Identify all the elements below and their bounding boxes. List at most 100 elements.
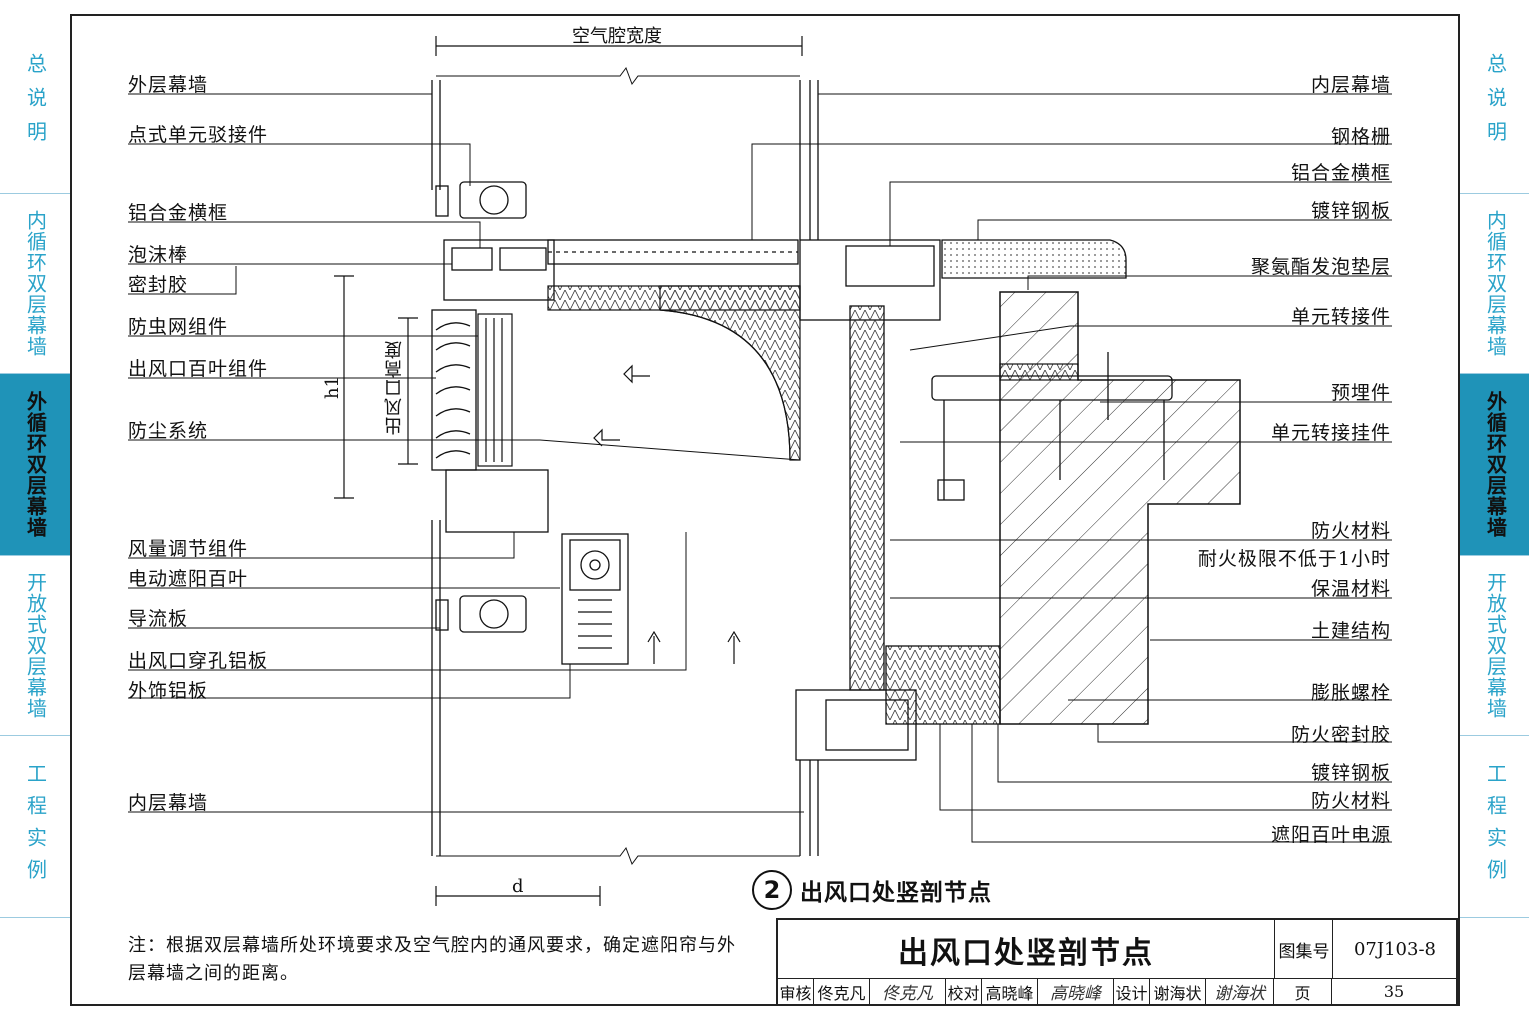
floor-finish [941,239,1127,279]
label-fire-rating: 耐火极限不低于1小时 [1197,548,1391,570]
design-label: 设计 [1114,979,1150,1004]
tab-label: 外循环双层幕墙 [23,391,48,538]
d-label: d [512,876,524,897]
detail-title: 出风口处竖剖节点 [800,880,992,906]
tab-open-type[interactable]: 开放式双层幕墙 [0,556,70,736]
label-foam-rod: 泡沫棒 [128,244,189,266]
tab-open-type[interactable]: 开放式双层幕墙 [1460,556,1529,736]
title-block-row2: 审核 佟克凡 佟克凡 校对 高晓峰 高晓峰 设计 谢海状 谢海状 页 35 [776,979,1458,1006]
label-embedded-part: 预埋件 [1330,382,1391,404]
dim-air-cavity [435,36,803,56]
title-block-row1: 出风口处竖剖节点 图集号 07J103-8 [776,918,1458,979]
outlet-louvers [431,309,477,471]
sun-blind [561,533,629,665]
detail-caption: 2 出风口处竖剖节点 [752,870,992,910]
tab-inner-circulation[interactable]: 内循环双层幕墙 [0,194,70,374]
steel-grating [547,239,799,265]
section-drawing [128,36,1392,906]
label-inner-curtain-wall: 内层幕墙 [128,792,209,814]
tab-general[interactable]: 总说明 [1460,14,1529,194]
label-outer-curtain-wall: 外层幕墙 [128,74,209,96]
outer-glass [431,80,441,856]
air-cavity-width-label: 空气腔宽度 [572,26,662,47]
label-fire-sealant: 防火密封胶 [1290,724,1391,746]
tab-general[interactable]: 总说明 [0,14,70,194]
label-galvanized-plate-2: 镀锌钢板 [1310,762,1391,784]
tab-outer-circulation[interactable]: 外循环双层幕墙 [0,374,70,556]
fire-material-column [849,305,885,691]
page-number: 35 [1383,982,1405,1001]
aluminum-transom-left [443,239,555,301]
note-text: 注：根据双层幕墙所处环境要求及空气腔内的通风要求，确定遮阳帘与外层幕墙之间的距离… [128,935,736,984]
concrete-structure [999,291,1241,725]
check-label: 校对 [946,979,982,1004]
checker-signature: 高晓峰 [1038,979,1114,1004]
h1-label: h1 [322,376,343,400]
reviewer-signature: 佟克凡 [870,979,946,1004]
drawing-frame [70,14,1460,1006]
review-label: 审核 [778,979,814,1004]
label-insulation: 保温材料 [1310,578,1391,600]
dim-h1 [334,275,354,499]
label-blind-power: 遮阳百叶电源 [1270,824,1391,846]
tab-label: 工程实例 [23,762,48,891]
tab-label: 内循环双层幕墙 [23,210,48,357]
label-insect-screen: 防虫网组件 [128,316,229,338]
label-dust-system: 防尘系统 [128,420,209,442]
embedded-part [931,352,1173,501]
label-point-fitting: 点式单元驳接件 [128,124,269,146]
outlet-height-label: 出风口高度 [384,340,405,435]
designer-signature: 谢海状 [1206,979,1274,1004]
tab-label: 内循环双层幕墙 [1483,210,1508,357]
title-block: 出风口处竖剖节点 图集号 07J103-8 审核 佟克凡 佟克凡 校对 高晓峰 … [776,918,1458,1006]
label-sealant: 密封胶 [128,274,189,296]
label-expansion-bolt: 膨胀螺栓 [1310,682,1391,704]
insect-screen [477,313,513,467]
designer-name: 谢海状 [1150,979,1206,1004]
inner-glass [799,80,819,856]
label-galvanized-plate: 镀锌钢板 [1310,200,1391,222]
point-fitting-lower [435,595,527,633]
label-electric-blind: 电动遮阳百叶 [128,568,249,590]
label-outlet-louver: 出风口百叶组件 [128,358,269,380]
reviewer-name: 佟克凡 [814,979,870,1004]
label-structure: 土建结构 [1310,620,1391,642]
tab-label: 外循环双层幕墙 [1483,391,1508,538]
break-lines [436,66,800,866]
tab-outer-circulation[interactable]: 外循环双层幕墙 [1460,374,1529,556]
label-steel-grating: 钢格栅 [1330,126,1391,148]
checker-name: 高晓峰 [982,979,1038,1004]
atlas-number: 07J103-8 [1332,920,1457,979]
label-fire-material: 防火材料 [1310,520,1391,542]
aluminum-transom-lower [795,689,917,761]
leaders-left [128,93,804,813]
tab-project-examples[interactable]: 工程实例 [0,736,70,918]
label-unit-hanger: 单元转接挂件 [1270,422,1391,444]
label-aluminum-transom: 铝合金横框 [128,202,229,224]
tab-inner-circulation[interactable]: 内循环双层幕墙 [1460,194,1529,374]
tab-label: 开放式双层幕墙 [23,572,48,719]
label-trim-panel: 外饰铝板 [128,680,209,702]
pu-foam-pad [999,363,1079,381]
label-deflector: 导流板 [128,608,189,630]
leaders-right [751,93,1392,843]
tab-project-examples[interactable]: 工程实例 [1460,736,1529,918]
point-fitting-upper [435,181,527,219]
detail-number: 2 [752,870,792,910]
sheet-title: 出风口处竖剖节点 [898,935,1154,971]
label-perforated-panel: 出风口穿孔铝板 [128,650,269,672]
airflow-arrows [593,364,741,664]
page-label: 页 [1274,979,1332,1004]
tab-label: 总说明 [1483,52,1508,155]
tab-label: 总说明 [23,52,48,155]
label-air-damper: 风量调节组件 [128,538,249,560]
fire-material-bottom [885,645,1001,725]
label-aluminum-transom-r: 铝合金横框 [1290,162,1391,184]
tab-label: 工程实例 [1483,762,1508,891]
dim-d [435,886,601,906]
sidebar-right: 总说明 内循环双层幕墙 外循环双层幕墙 开放式双层幕墙 工程实例 [1460,14,1529,918]
sidebar-left: 总说明 内循环双层幕墙 外循环双层幕墙 开放式双层幕墙 工程实例 [0,14,70,918]
damper-box [445,469,549,533]
duct-curve-inner [659,309,791,461]
label-unit-adapter: 单元转接件 [1290,306,1391,328]
